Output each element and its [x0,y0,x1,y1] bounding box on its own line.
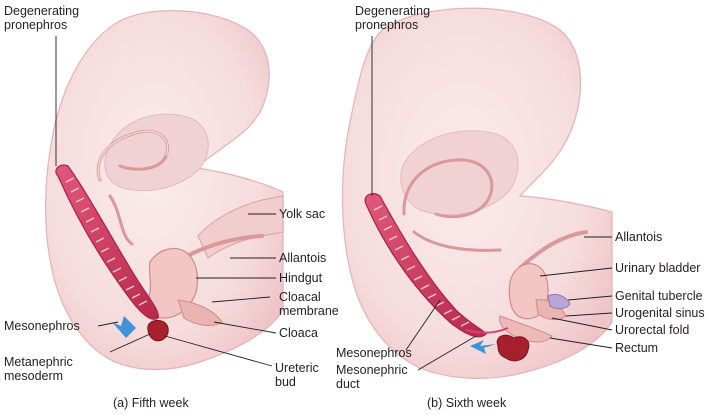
label-rectum-b: Rectum [615,341,659,355]
mesonephric-tubules-b [373,205,470,327]
label-genital-tubercle-b: Genital tubercle [615,289,703,303]
caption-panel-b: (b) Sixth week [427,396,507,410]
panel-b-sixth-week [341,7,613,379]
allantois-b [518,230,588,270]
label-metanephric-mesoderm-a: Metanephric mesoderm [4,355,73,383]
foregut-b [402,158,502,252]
label-yolk-sac-a: Yolk sac [279,207,326,221]
head-fold-b [400,130,519,216]
metanephros-b [496,334,530,362]
label-allantois-b: Allantois [615,230,663,244]
label-hindgut-a: Hindgut [279,271,323,285]
growth-arrow-a [112,316,136,338]
leader-lines-b [371,36,613,371]
label-degenerating-pronephros-a: Degenerating pronephros [4,4,80,32]
label-cloacal-membrane-a: Cloacal membrane [279,290,339,318]
urogenital-sinus-b [535,299,567,321]
leader-lines-a [55,36,277,367]
label-urinary-bladder-b: Urinary bladder [615,261,701,275]
mesonephric-duct-b [465,327,509,334]
label-degenerating-pronephros-b: Degenerating pronephros [355,4,431,32]
mesonephric-tubules-a [65,177,148,306]
cloaca-a [177,299,223,326]
growth-arrow-b [470,340,496,354]
caption-panel-a: (a) Fifth week [113,396,189,410]
label-urogenital-sinus-b: Urogenital sinus [615,306,705,320]
label-mesonephros-b: Mesonephros [336,346,412,360]
genital-tubercle-b [547,293,571,310]
label-urorectal-fold-b: Urorectal fold [615,323,690,337]
label-cloaca-a: Cloaca [279,326,318,340]
embryo-body-a [45,10,284,371]
label-mesonephric-duct-b: Mesonephric duct [336,363,408,391]
foregut-inner-a [97,130,169,181]
metanephric-mesoderm-a [147,319,169,342]
mesonephros-a [55,164,159,320]
panel-a-fifth-week [45,10,284,371]
rectum-b [499,315,553,343]
label-ureteric-bud-a: Ureteric bud [275,361,319,389]
label-mesonephros-a: Mesonephros [4,319,80,333]
label-allantois-a: Allantois [279,251,327,265]
mesonephros-b [364,192,487,338]
